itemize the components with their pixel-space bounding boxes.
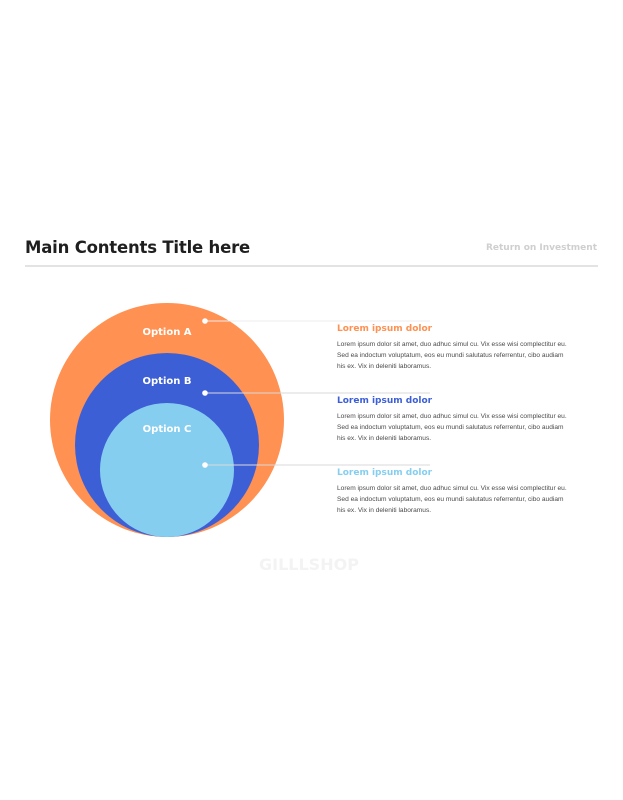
block-heading-c: Lorem ipsum dolor (337, 468, 433, 478)
text-block-c: Lorem ipsum dolor Lorem ipsum dolor sit … (337, 468, 567, 516)
block-heading-a: Lorem ipsum dolor (337, 324, 433, 334)
connector-dot-a (202, 318, 208, 324)
block-text-a: Lorem ipsum dolor sit amet, duo adhuc si… (337, 341, 567, 370)
connector-dot-b (202, 390, 208, 396)
ring-label-option-b: Option B (143, 376, 192, 387)
text-block-b: Lorem ipsum dolor Lorem ipsum dolor sit … (337, 396, 567, 444)
connector-dot-c (202, 462, 208, 468)
page-title: Main Contents Title here (25, 238, 251, 257)
title-divider (25, 265, 598, 267)
page-subtitle: Return on Investment (485, 243, 597, 253)
block-text-b: Lorem ipsum dolor sit amet, duo adhuc si… (337, 413, 567, 442)
block-text-c: Lorem ipsum dolor sit amet, duo adhuc si… (337, 485, 567, 514)
ring-label-option-c: Option C (143, 424, 192, 435)
ring-label-option-a: Option A (142, 327, 191, 338)
block-heading-b: Lorem ipsum dolor (337, 396, 433, 406)
watermark: GILLLSHOP (259, 555, 359, 574)
ring-option-c (100, 403, 234, 537)
text-block-a: Lorem ipsum dolor Lorem ipsum dolor sit … (337, 324, 567, 372)
